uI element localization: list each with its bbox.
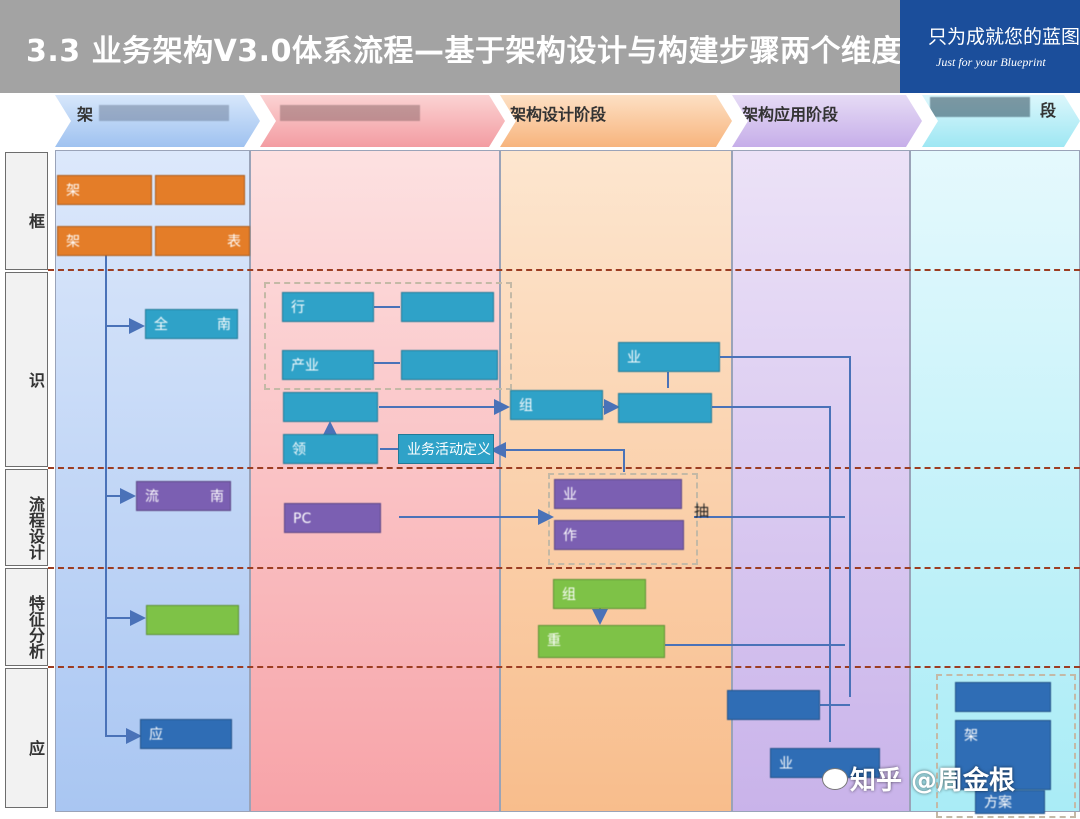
row-label-3: 流程设计 [5,469,48,566]
box-solution-2-label: 架 [964,728,978,744]
box-industry-chain: 产业 [282,350,374,380]
box-domain-2-label: 领 [292,442,306,458]
box-guide-1: 全南 [145,309,238,339]
box-feature-guide [146,605,239,635]
box-industry-1-label: 行 [291,300,305,316]
box-solution-1 [955,682,1051,712]
box-solution-3: 方案 [975,790,1045,814]
note-abstract-label: 抽 [694,502,710,520]
box-framework-3-label: 架 [66,234,80,250]
box-apply-1 [727,690,820,720]
box-application-guide: 应 [140,719,232,749]
row-label-2: 识 [5,272,48,467]
box-solution-2: 架 [955,720,1051,790]
phase-label-1: 架 [77,105,94,124]
box-domain-2: 领 [283,434,378,464]
box-industry-3 [401,350,498,380]
box-process-guide: 流南 [136,481,231,511]
brand-logo: 只为成就您的蓝图 Just for your Blueprint [900,0,1080,93]
box-domain-1 [283,392,378,422]
note-abstract: 抽 [694,500,709,521]
box-process-guide-label: 流 [145,489,159,505]
box-feature-1: 组 [553,579,646,609]
box-application-guide-label: 应 [149,727,163,743]
logo-english-text: Just for your Blueprint [936,55,1046,69]
box-pc: PC [284,503,381,533]
box-organization: 组 [510,390,603,420]
phase-chevron-4: 架构应用阶段 [732,95,922,147]
box-framework-1: 架 [57,175,152,205]
row-divider-4 [48,666,1080,668]
box-analysis-1: 业 [554,479,682,509]
phase-chevron-3: 架构设计阶段 [500,95,732,147]
box-framework-table: 表 [155,226,250,256]
box-design-model [618,393,712,423]
group-industry [264,282,512,390]
lane-2 [250,150,500,812]
logo-chinese-text: 只为成就您的蓝图 [928,26,1080,48]
box-analysis-2: 作 [554,520,684,550]
box-industry-1: 行 [282,292,374,322]
zhihu-logo-icon [822,768,848,790]
phase-label-5: 段 [1040,101,1057,120]
box-design-1: 业 [618,342,720,372]
row-label-1: 框 [5,152,48,270]
title-bar: 3.3 业务架构V3.0体系流程—基于架构设计与构建步骤两个维度 [0,0,902,93]
phase-label-2-mask [280,105,420,121]
row-label-4: 特征分析 [5,568,48,666]
phase-label-3: 架构设计阶段 [510,105,607,124]
box-business-activity-label: 业务活动定义 [407,442,491,458]
box-guide-1-suffix: 南 [217,317,231,333]
box-solution-3-label: 方案 [984,795,1012,811]
box-industry-2 [401,292,494,322]
phase-label-4: 架构应用阶段 [742,105,839,124]
box-framework-2 [155,175,245,205]
box-pc-label: PC [293,511,312,527]
box-framework-table-label: 表 [227,234,241,250]
box-industry-chain-label: 产业 [291,358,319,374]
row-divider-1 [48,269,1080,271]
phase-label-5-mask [930,97,1030,117]
box-analysis-1-label: 业 [563,487,577,503]
box-feature-matrix-label: 重 [547,633,561,649]
box-analysis-2-label: 作 [563,528,577,544]
box-feature-1-label: 组 [562,587,576,603]
phase-chevron-5: 段 [922,95,1080,147]
watermark: 知乎 @周金根 [850,766,1016,796]
box-feature-matrix: 重 [538,625,665,658]
box-framework-1-label: 架 [66,183,80,199]
row-divider-2 [48,467,1080,469]
page-title: 3.3 业务架构V3.0体系流程—基于架构设计与构建步骤两个维度 [26,34,902,69]
phase-chevron-2 [260,95,505,147]
box-guide-1-label: 全 [154,317,168,333]
phase-label-1-mask [99,105,229,121]
phase-chevron-1: 架 [55,95,260,147]
box-organization-label: 组 [519,398,533,414]
box-framework-3: 架 [57,226,152,256]
row-label-5: 应 [5,668,48,808]
group-solution [936,674,1076,818]
box-process-guide-suffix: 南 [210,489,224,505]
box-business-activity: 业务活动定义 [398,434,494,464]
row-divider-3 [48,567,1080,569]
box-design-1-label: 业 [627,350,641,366]
box-apply-2-label: 业 [779,756,793,772]
